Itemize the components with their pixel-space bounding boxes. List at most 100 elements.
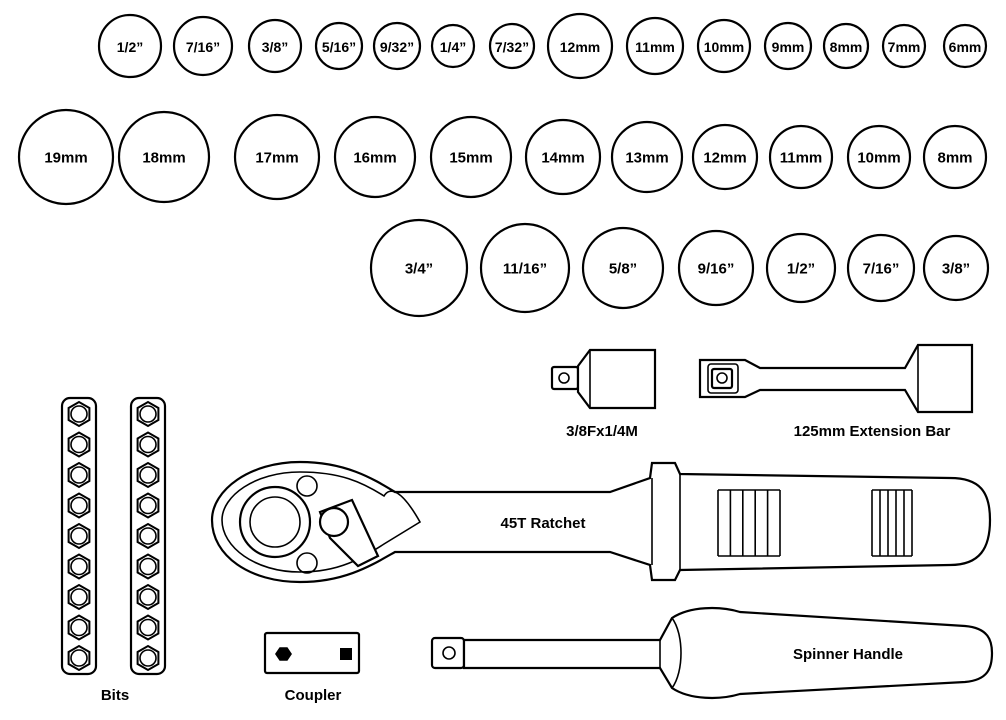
- bit-hex: [136, 492, 160, 519]
- socket-label: 13mm: [625, 150, 668, 167]
- socket-label: 1/2”: [117, 39, 143, 55]
- socket-outline: [846, 233, 916, 303]
- bit-hex: [67, 583, 91, 611]
- socket-row-3: 3/4”11/16”5/8”9/16”1/2”7/16”3/8”: [369, 218, 990, 318]
- bit-hole: [70, 496, 88, 515]
- coupler: [263, 631, 361, 675]
- socket-row3-6: 7/16”: [846, 233, 916, 303]
- socket-outline: [333, 115, 417, 199]
- bits-rails: [60, 396, 167, 676]
- socket-outline: [610, 120, 684, 194]
- socket-label: 7/16”: [863, 261, 900, 278]
- bit-hex: [67, 400, 91, 428]
- spinner-handle: [430, 606, 994, 700]
- socket-row2-1: 19mm: [17, 108, 115, 206]
- socket-label: 19mm: [44, 150, 87, 167]
- socket-row2-7: 13mm: [610, 120, 684, 194]
- socket-outline: [763, 21, 813, 71]
- socket-row1-13: 7mm: [881, 23, 927, 69]
- socket-outline: [369, 218, 469, 318]
- socket-label: 7/32”: [495, 39, 529, 55]
- socket-label: 8mm: [937, 150, 972, 167]
- bit-hole: [139, 649, 157, 667]
- socket-outline: [488, 22, 536, 70]
- socket-row3-7: 3/8”: [922, 234, 990, 302]
- socket-row2-8: 12mm: [691, 123, 759, 191]
- socket-row3-3: 5/8”: [581, 226, 665, 310]
- socket-row1-5: 9/32”: [372, 21, 422, 71]
- socket-label: 3/4”: [405, 261, 433, 278]
- socket-row1-14: 6mm: [942, 23, 988, 69]
- socket-label: 11mm: [635, 39, 675, 55]
- socket-outline: [922, 124, 988, 190]
- socket-label: 16mm: [353, 150, 396, 167]
- socket-row1-11: 9mm: [763, 21, 813, 71]
- socket-row2-4: 16mm: [333, 115, 417, 199]
- socket-row2-6: 14mm: [524, 118, 602, 196]
- socket-outline: [314, 21, 364, 71]
- socket-outline: [97, 13, 163, 79]
- socket-label: 3/8”: [262, 39, 288, 55]
- socket-outline: [546, 12, 614, 80]
- bit-hex: [67, 431, 91, 458]
- socket-outline: [172, 15, 234, 77]
- bit-hex: [136, 614, 160, 641]
- bit-hole: [139, 618, 157, 637]
- socket-label: 10mm: [857, 150, 900, 167]
- socket-label: 1/4”: [440, 39, 466, 55]
- bit-hex: [136, 583, 160, 611]
- socket-label: 7/16”: [186, 39, 220, 55]
- socket-outline: [881, 23, 927, 69]
- socket-row3-5: 1/2”: [765, 232, 837, 304]
- socket-outline: [846, 124, 912, 190]
- bit-hex: [67, 644, 91, 672]
- rail-body: [60, 396, 98, 676]
- bit-hole: [139, 466, 157, 484]
- socket-row1-10: 10mm: [696, 18, 752, 74]
- socket-outline: [677, 229, 755, 307]
- socket-label: 17mm: [255, 150, 298, 167]
- socket-row2-10: 10mm: [846, 124, 912, 190]
- socket-label: 1/2”: [787, 261, 815, 278]
- bit-hole: [70, 405, 88, 423]
- bit-rail-1: [60, 396, 98, 676]
- socket-label: 15mm: [449, 150, 492, 167]
- socket-row1-4: 5/16”: [314, 21, 364, 71]
- bit-hole: [70, 435, 88, 454]
- coupler-label: Coupler: [285, 687, 342, 704]
- bit-hex: [136, 461, 160, 489]
- socket-label: 10mm: [704, 39, 744, 55]
- socket-outline: [524, 118, 602, 196]
- bit-hex: [136, 431, 160, 458]
- bit-hex: [67, 461, 91, 489]
- bit-hole: [70, 649, 88, 667]
- socket-label: 6mm: [949, 39, 982, 55]
- bit-hole: [139, 405, 157, 423]
- bit-hex: [136, 400, 160, 428]
- bit-hole: [139, 588, 157, 606]
- socket-label: 5/8”: [609, 261, 637, 278]
- socket-label: 3/8”: [942, 261, 970, 278]
- socket-outline: [430, 23, 476, 69]
- socket-label: 12mm: [560, 39, 600, 55]
- bit-hex: [67, 553, 91, 580]
- socket-outline: [768, 124, 834, 190]
- bit-rail-2: [129, 396, 167, 676]
- socket-row1-8: 12mm: [546, 12, 614, 80]
- socket-label: 11mm: [780, 150, 823, 167]
- socket-outline: [942, 23, 988, 69]
- rail-body: [129, 396, 167, 676]
- bit-hex: [136, 553, 160, 580]
- socket-label: 9/16”: [698, 261, 735, 278]
- bit-hole: [139, 496, 157, 515]
- socket-outline: [581, 226, 665, 310]
- bit-hex: [67, 492, 91, 519]
- bit-hole: [139, 435, 157, 454]
- socket-row-1: 1/2” 7/16” 3/8” 5/16”9/32” 1/4” 7/32” 12mm 11mm…: [97, 12, 988, 80]
- socket-label: 14mm: [541, 150, 584, 167]
- socket-outline: [233, 113, 321, 201]
- socket-outline: [691, 123, 759, 191]
- socket-outline: [922, 234, 990, 302]
- ratchet: [210, 460, 992, 584]
